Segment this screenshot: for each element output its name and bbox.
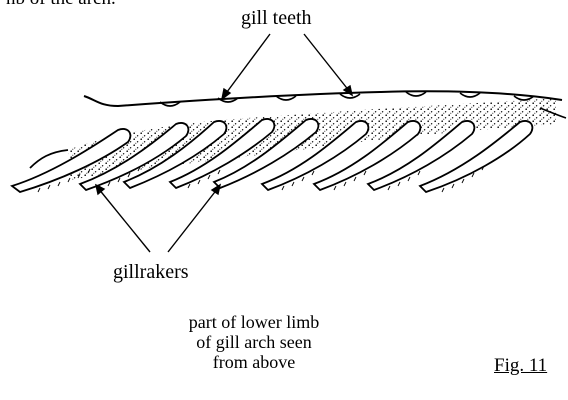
- figure-caption: part of lower limb of gill arch seen fro…: [156, 312, 352, 372]
- gillrakers-arrow-right: [168, 188, 218, 252]
- gillrakers-pointers: [96, 185, 220, 252]
- gillrakers-arrow-left: [98, 188, 150, 252]
- cut-off-heading-text: nb of the arch.: [6, 0, 116, 8]
- gill-tooth: [460, 93, 480, 97]
- caption-line-2: of gill arch seen: [156, 332, 352, 352]
- gillrakers-arrowhead: [96, 185, 104, 194]
- gillrakers-label: gillrakers: [113, 262, 189, 282]
- gillrakers-row: [12, 119, 532, 192]
- gillrakers-arrowhead: [212, 185, 220, 194]
- caption-line-1: part of lower limb: [156, 312, 352, 332]
- gill-teeth-label: gill teeth: [241, 8, 312, 28]
- gill-teeth-arrow-left: [224, 34, 270, 96]
- gill-tooth: [340, 94, 360, 98]
- gill-teeth-pointers: [222, 34, 352, 99]
- figure-number: Fig. 11: [494, 356, 547, 375]
- caption-line-3: from above: [156, 352, 352, 372]
- gill-tooth: [406, 92, 426, 96]
- gill-teeth-arrow-right: [304, 34, 350, 92]
